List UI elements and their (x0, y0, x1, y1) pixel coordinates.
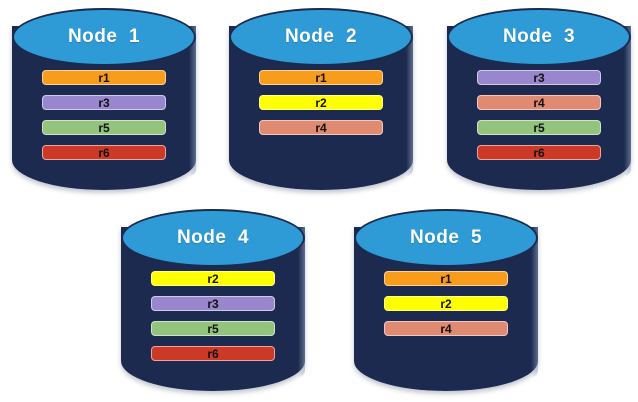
replica-label: r4 (440, 321, 452, 336)
replica-label: r2 (440, 296, 452, 311)
replica-label: r1 (440, 271, 452, 286)
replica-bar[interactable]: r1 (42, 70, 166, 85)
node-cylinder-3[interactable]: r3 r4 r5 r6 Node 3 (447, 8, 631, 190)
replica-bar[interactable]: r2 (259, 95, 383, 110)
node-cylinder-5[interactable]: r1 r2 r4 Node 5 (354, 209, 538, 391)
node-cylinder-2[interactable]: r1 r2 r4 Node 2 (229, 8, 413, 190)
replica-bar[interactable]: r5 (151, 321, 275, 336)
replica-stack: r3 r4 r5 r6 (477, 70, 601, 170)
replica-bar[interactable]: r4 (384, 321, 508, 336)
replica-bar[interactable]: r1 (259, 70, 383, 85)
replica-bar[interactable]: r3 (42, 95, 166, 110)
node-cylinder-1[interactable]: r1 r3 r5 r6 Node 1 (12, 8, 196, 190)
replica-label: r6 (207, 346, 219, 361)
replica-label: r2 (207, 271, 219, 286)
replica-bar[interactable]: r2 (151, 271, 275, 286)
node-cylinder-4[interactable]: r2 r3 r5 r6 Node 4 (121, 209, 305, 391)
replica-bar[interactable]: r2 (384, 296, 508, 311)
replica-bar[interactable]: r6 (42, 145, 166, 160)
replica-label: r5 (207, 321, 219, 336)
replica-bar[interactable]: r4 (259, 120, 383, 135)
replica-stack: r1 r2 r4 (384, 271, 508, 346)
cylinder-top-ellipse: Node 2 (229, 8, 413, 66)
cylinder-top-ellipse: Node 4 (121, 209, 305, 267)
replica-label: r6 (533, 145, 545, 160)
replica-label: r1 (315, 70, 327, 85)
replica-label: r3 (533, 70, 545, 85)
replica-bar[interactable]: r3 (151, 296, 275, 311)
replica-label: r3 (98, 95, 110, 110)
cylinder-top-ellipse: Node 3 (447, 8, 631, 66)
replica-bar[interactable]: r3 (477, 70, 601, 85)
replica-label: r3 (207, 296, 219, 311)
cylinder-top-ellipse: Node 5 (354, 209, 538, 267)
replica-stack: r1 r2 r4 (259, 70, 383, 145)
cylinder-top-ellipse: Node 1 (12, 8, 196, 66)
replica-bar[interactable]: r6 (477, 145, 601, 160)
replica-bar[interactable]: r4 (477, 95, 601, 110)
replica-stack: r2 r3 r5 r6 (151, 271, 275, 371)
node-label: Node 5 (409, 227, 483, 248)
replica-label: r2 (315, 95, 327, 110)
replica-bar[interactable]: r5 (42, 120, 166, 135)
node-label: Node 3 (502, 26, 576, 47)
replica-label: r5 (98, 120, 110, 135)
replica-label: r4 (533, 95, 545, 110)
replica-label: r5 (533, 120, 545, 135)
replica-bar[interactable]: r6 (151, 346, 275, 361)
replica-label: r6 (98, 145, 110, 160)
replica-bar[interactable]: r1 (384, 271, 508, 286)
node-label: Node 4 (176, 227, 250, 248)
node-label: Node 2 (284, 26, 358, 47)
replica-label: r1 (98, 70, 110, 85)
replica-stack: r1 r3 r5 r6 (42, 70, 166, 170)
node-label: Node 1 (67, 26, 141, 47)
replica-bar[interactable]: r5 (477, 120, 601, 135)
replica-label: r4 (315, 120, 327, 135)
